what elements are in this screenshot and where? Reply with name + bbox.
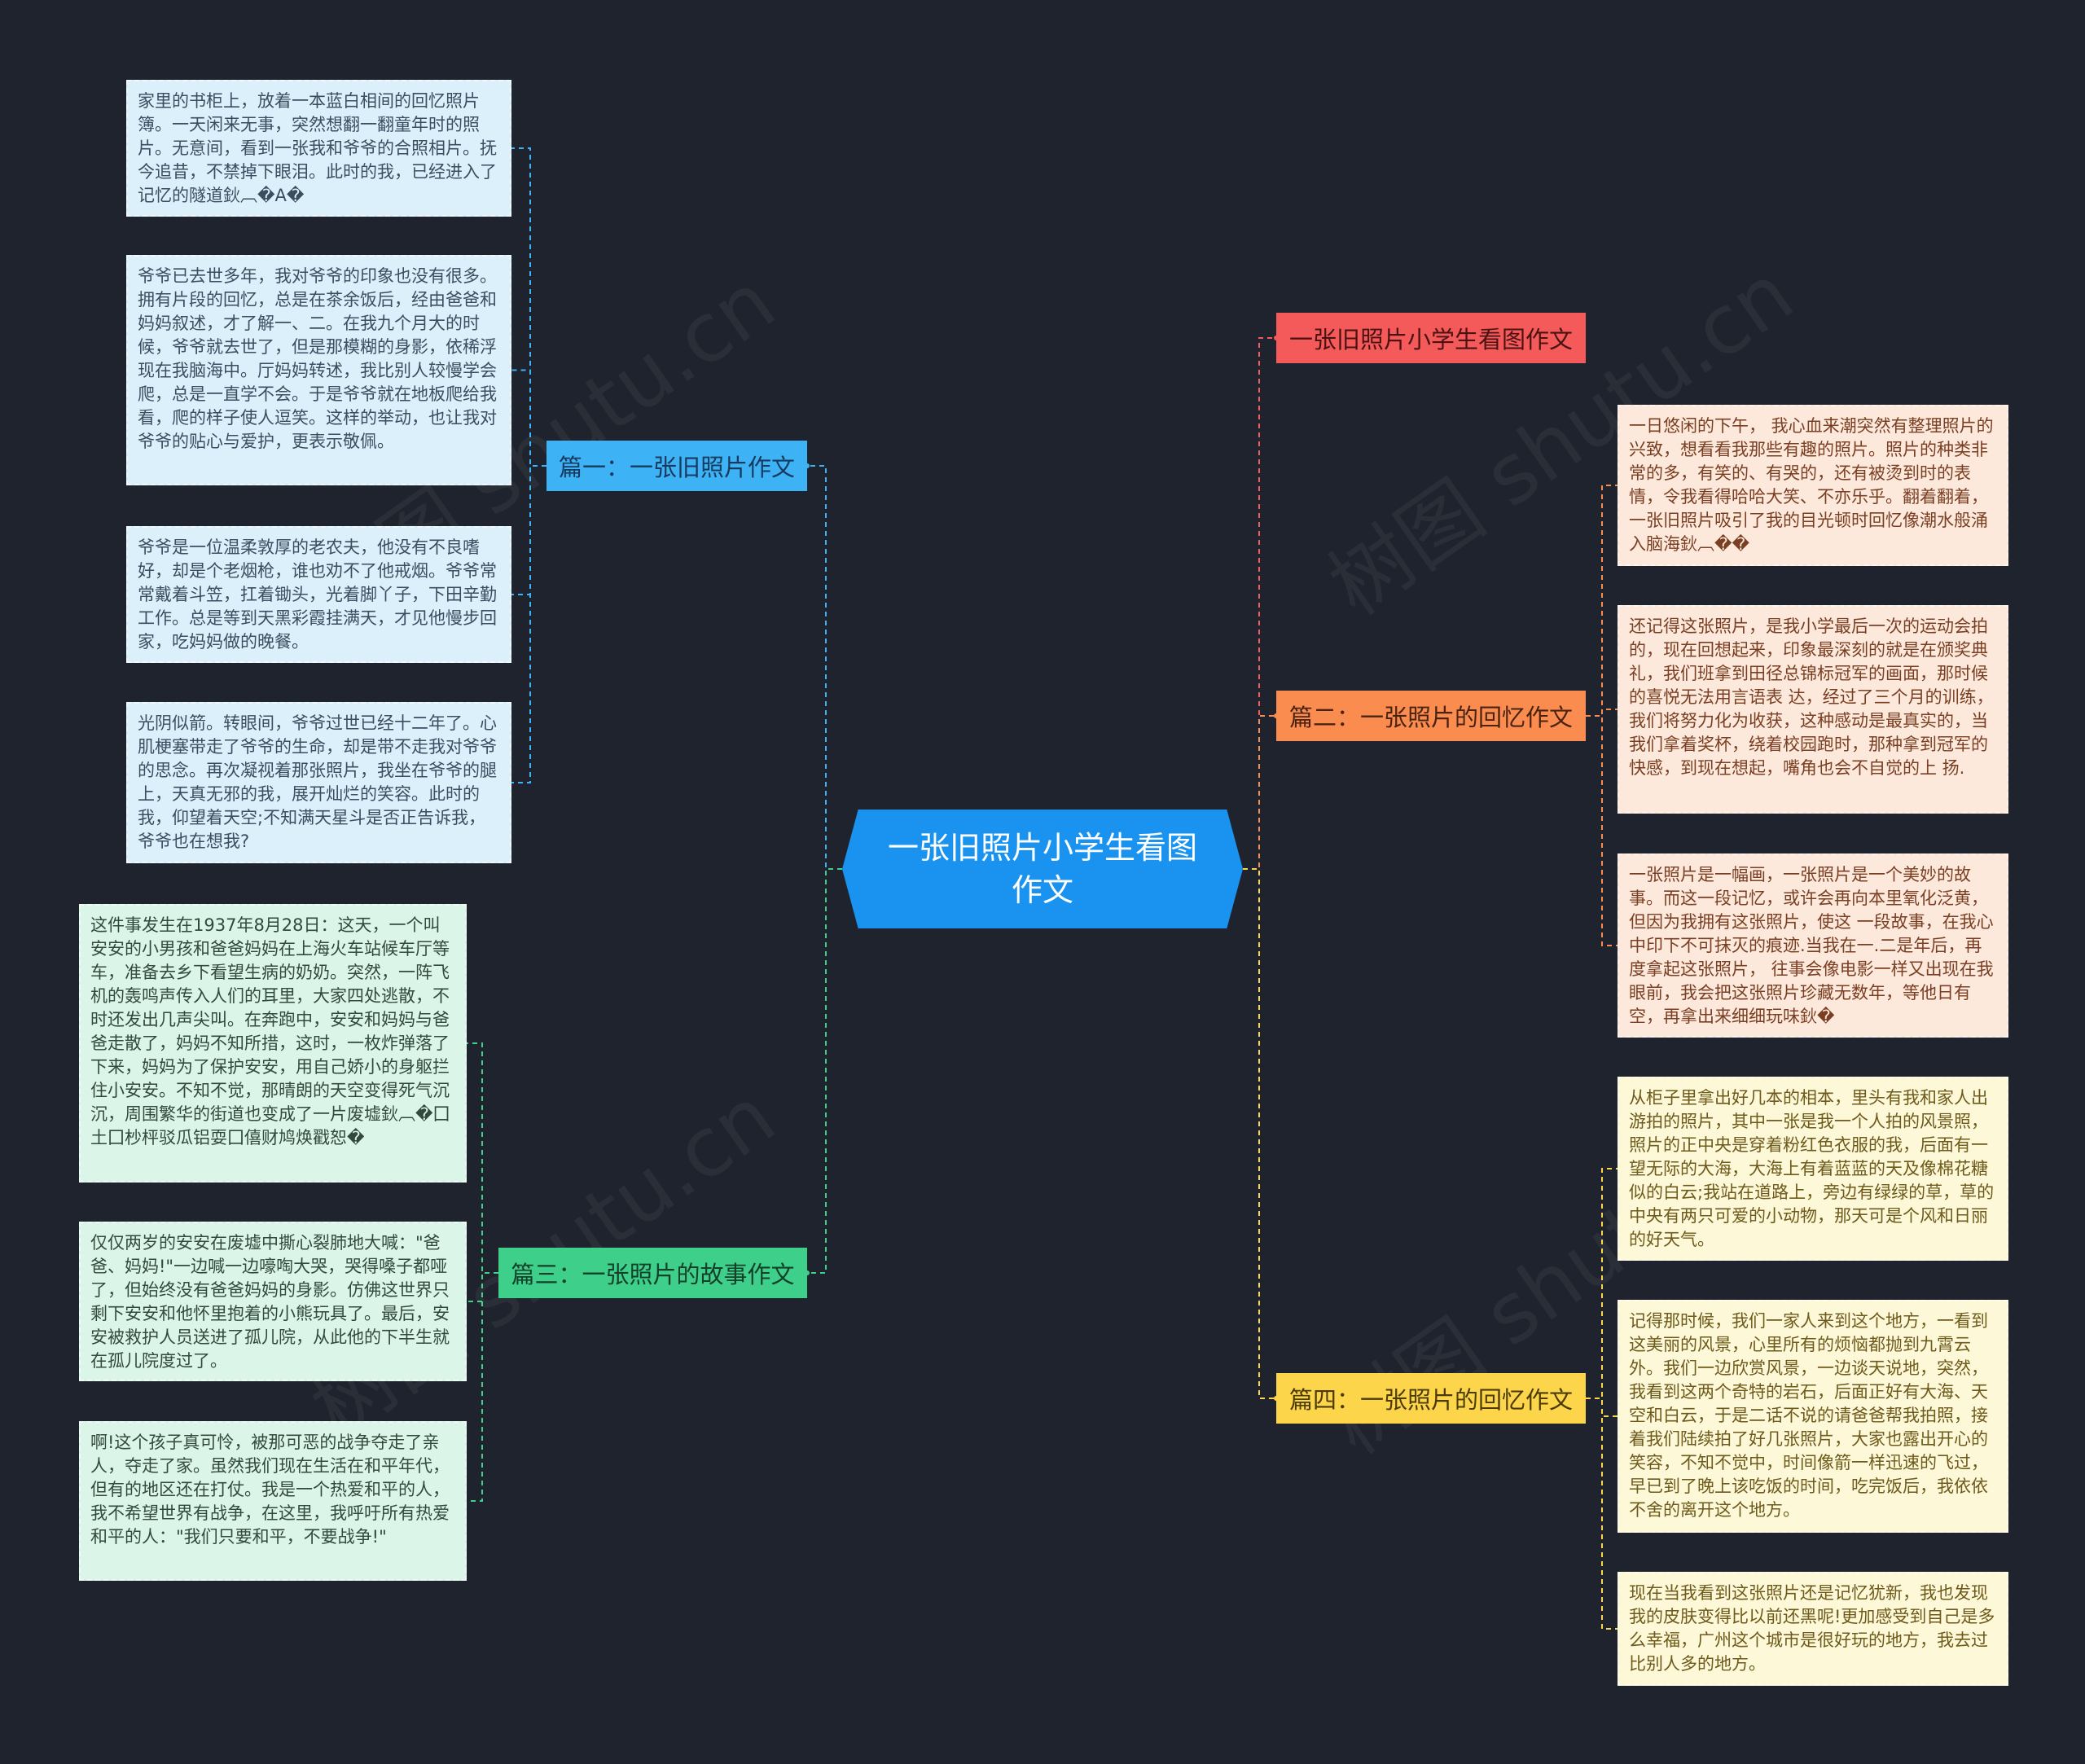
branch-p2[interactable]: 篇二：一张照片的回忆作文: [1276, 691, 1586, 741]
connector: [1586, 709, 1618, 717]
branch-title[interactable]: 一张旧照片小学生看图作文: [1276, 313, 1586, 363]
connector: [467, 1042, 498, 1274]
branch-p4[interactable]: 篇四：一张照片的回忆作文: [1276, 1373, 1586, 1424]
branch-p1[interactable]: 篇一：一张旧照片作文: [546, 441, 807, 491]
connector: [511, 465, 546, 783]
leaf-p1-4[interactable]: 光阴似箭。转眼间，爷爷过世已经十二年了。心肌梗塞带走了爷爷的生命，却是带不走我对…: [126, 702, 511, 863]
connector: [1586, 1168, 1618, 1399]
leaf-p2-1[interactable]: 一日悠闲的下午， 我心血来潮突然有整理照片的兴致，想看看我那些有趣的照片。照片的…: [1618, 405, 2008, 566]
leaf-p1-3[interactable]: 爷爷是一位温柔敦厚的老农夫，他没有不良嗜好，却是个老烟枪，谁也劝不了他戒烟。爷爷…: [126, 526, 511, 663]
leaf-p3-2[interactable]: 仅仅两岁的安安在废墟中撕心裂肺地大喊："爸爸、妈妈!"一边喊一边嚎啕大哭，哭得嗓…: [79, 1222, 467, 1381]
connector: [1243, 337, 1276, 870]
leaf-p1-1[interactable]: 家里的书柜上，放着一本蓝白相间的回忆照片簿。一天闲来无事，突然想翻一翻童年时的照…: [126, 80, 511, 217]
leaf-p4-3[interactable]: 现在当我看到这张照片还是记忆犹新，我也发现我的皮肤变得比以前还黑呢!更加感受到自…: [1618, 1572, 2008, 1686]
leaf-p4-2[interactable]: 记得那时候，我们一家人来到这个地方，一看到这美丽的风景，心里所有的烦恼都抛到九霄…: [1618, 1300, 2008, 1533]
connector: [1586, 715, 1618, 946]
connector: [1586, 1398, 1618, 1630]
connector: [807, 868, 842, 1274]
root-topic[interactable]: 一张旧照片小学生看图作文: [842, 810, 1243, 928]
leaf-p2-3[interactable]: 一张照片是一幅画，一张照片是一个美妙的故事。而这一段记忆，或许会再向本里氧化泛黄…: [1618, 853, 2008, 1038]
leaf-p1-2[interactable]: 爷爷已去世多年，我对爷爷的印象也没有很多。拥有片段的回忆，总是在茶余饭后，经由爸…: [126, 255, 511, 485]
leaf-p3-1[interactable]: 这件事发生在1937年8月28日：这天，一个叫安安的小男孩和爸爸妈妈在上海火车站…: [79, 904, 467, 1183]
branch-p3[interactable]: 篇三：一张照片的故事作文: [498, 1248, 807, 1298]
leaf-p4-1[interactable]: 从柜子里拿出好几本的相本，里头有我和家人出游拍的照片，其中一张是我一个人拍的风景…: [1618, 1077, 2008, 1261]
connector: [511, 369, 546, 467]
connector: [511, 465, 546, 595]
connector: [1243, 715, 1276, 870]
connector: [511, 147, 546, 467]
connector: [807, 465, 842, 870]
leaf-p3-3[interactable]: 啊!这个孩子真可怜，被那可恶的战争夺走了亲人，夺走了家。虽然我们现在生活在和平年…: [79, 1421, 467, 1581]
connector: [1586, 485, 1618, 717]
connector: [1243, 868, 1276, 1399]
leaf-p2-2[interactable]: 还记得这张照片，是我小学最后一次的运动会拍的，现在回想起来，印象最深刻的就是在颁…: [1618, 605, 2008, 814]
connector: [467, 1272, 498, 1502]
